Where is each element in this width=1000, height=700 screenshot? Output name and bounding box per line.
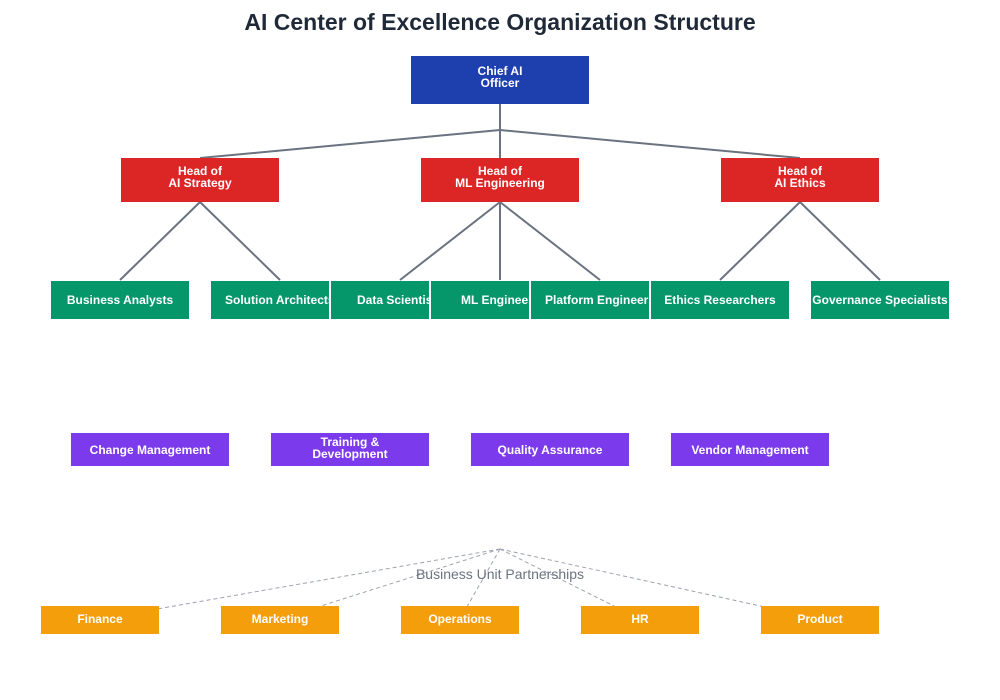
chief-ai-officer-box[interactable]: Chief AI Officer	[411, 56, 589, 104]
team-solution-architects[interactable]: Solution Architects	[211, 281, 329, 319]
connector-strategy-architects	[199, 201, 281, 281]
support-vendor-management[interactable]: Vendor Management	[671, 433, 829, 466]
connector-ml-datasci	[399, 201, 501, 281]
connector-cao-ethics	[499, 129, 801, 159]
team-ml-engineers[interactable]: ML Engineers	[431, 281, 529, 319]
connector-ethics-researchers	[719, 201, 801, 281]
bu-hr[interactable]: HR	[581, 606, 699, 634]
support-change-management[interactable]: Change Management	[71, 433, 229, 466]
team-governance-specialists[interactable]: Governance Specialists	[811, 281, 949, 319]
bu-marketing[interactable]: Marketing	[221, 606, 339, 634]
connector-ml-platform	[499, 201, 601, 281]
connector-ethics-governance	[799, 201, 881, 281]
head-ai-ethics-box[interactable]: Head of AI Ethics	[721, 158, 879, 202]
connector-strategy-analysts	[119, 201, 201, 281]
connector-cao-strategy	[199, 129, 501, 159]
team-business-analysts[interactable]: Business Analysts	[51, 281, 189, 319]
connector-partner-product	[499, 548, 821, 620]
page-title: AI Center of Excellence Organization Str…	[244, 9, 756, 35]
bu-operations[interactable]: Operations	[401, 606, 519, 634]
partnerships-caption: Business Unit Partnerships	[415, 566, 585, 582]
connector-partner-hr	[499, 548, 641, 620]
team-platform-engineers[interactable]: Platform Engineers	[531, 281, 649, 319]
support-training-development[interactable]: Training & Development	[271, 433, 429, 466]
bu-product[interactable]: Product	[761, 606, 879, 634]
head-ml-engineering-box[interactable]: Head of ML Engineering	[421, 158, 579, 202]
connector-partner-finance	[99, 548, 501, 620]
head-ai-strategy-box[interactable]: Head of AI Strategy	[121, 158, 279, 202]
bu-finance[interactable]: Finance	[41, 606, 159, 634]
support-quality-assurance[interactable]: Quality Assurance	[471, 433, 629, 466]
team-ethics-researchers[interactable]: Ethics Researchers	[651, 281, 789, 319]
team-data-scientists[interactable]: Data Scientists	[331, 281, 429, 319]
